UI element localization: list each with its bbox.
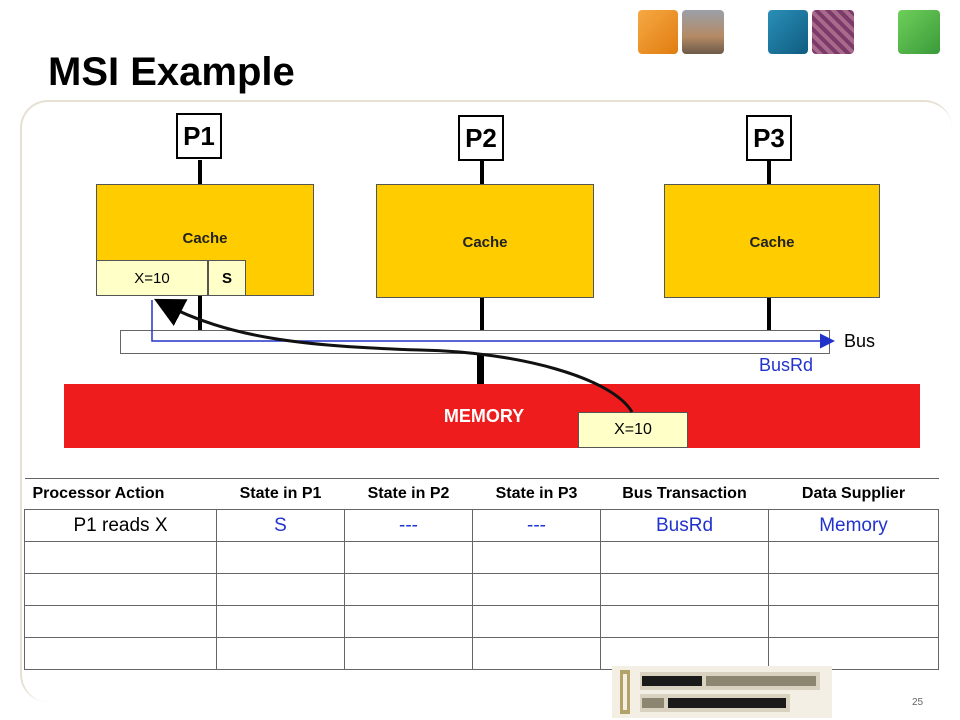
table-cell: --- [344,509,473,542]
table-row: P1 reads X S --- --- BusRd Memory [24,509,939,542]
table-cell [768,637,939,670]
p3-wire-bus [767,296,771,330]
table-cell [216,637,345,670]
table-cell: S [216,509,345,542]
table-cell [768,541,939,574]
table-cell [768,605,939,638]
header-data-supplier: Data Supplier [768,478,939,510]
memory-label: MEMORY [443,406,525,426]
memory-wire [477,352,484,384]
table-cell: BusRd [600,509,769,542]
table-cell [472,605,601,638]
table-cell [600,637,769,670]
table-cell [472,573,601,606]
state-table: Processor Action State in P1 State in P2… [24,478,939,670]
table-cell [344,573,473,606]
table-cell [216,541,345,574]
slide-title: MSI Example [48,50,295,94]
processor-p1: P1 [176,113,222,159]
header-state-p2: State in P2 [344,478,473,510]
table-cell [216,605,345,638]
table-cell [344,541,473,574]
table-cell [600,573,769,606]
table-cell [600,541,769,574]
cache-p3-label: Cache [749,233,795,251]
cache-p3: Cache [664,184,880,298]
p2-wire-bus [480,296,484,330]
table-cell [24,637,217,670]
p1-wire-bus [198,296,202,330]
state-table-header: Processor Action State in P1 State in P2… [24,478,939,510]
decorative-image-building [682,10,724,54]
table-cell: P1 reads X [24,509,217,542]
table-cell [600,605,769,638]
p1-cache-line-value: X=10 [96,260,208,296]
bus-bar [120,330,830,354]
table-cell [24,541,217,574]
decorative-image-orange [638,10,678,54]
table-cell: Memory [768,509,939,542]
p1-wire-top [198,160,202,184]
table-row [24,541,939,574]
georgia-tech-logo [612,666,832,718]
table-cell [472,541,601,574]
header-processor-action: Processor Action [24,478,217,510]
table-cell [768,573,939,606]
content-frame [20,100,952,702]
table-cell [216,573,345,606]
bus-label: Bus [844,331,876,351]
table-row [24,605,939,638]
table-row [24,573,939,606]
decorative-image-green [898,10,940,54]
memory-line-value: X=10 [578,412,688,448]
table-cell [344,605,473,638]
table-cell: --- [472,509,601,542]
header-state-p1: State in P1 [216,478,345,510]
memory-block: MEMORY [64,384,920,448]
table-cell [24,573,217,606]
table-cell [24,605,217,638]
cache-p1-label: Cache [182,229,228,247]
cache-p2: Cache [376,184,594,298]
header-bus-transaction: Bus Transaction [600,478,769,510]
processor-p3: P3 [746,115,792,161]
decorative-image-circuit [812,10,854,54]
bus-transaction-label: BusRd [759,355,814,375]
p1-cache-line-state: S [208,260,246,296]
table-row [24,637,939,670]
header-state-p3: State in P3 [472,478,601,510]
table-cell [472,637,601,670]
cache-p2-label: Cache [462,233,508,251]
p2-wire-top [480,160,484,184]
p3-wire-top [767,160,771,184]
page-number: 25 [912,697,924,708]
decorative-image-teal [768,10,808,54]
table-cell [344,637,473,670]
processor-p2: P2 [458,115,504,161]
